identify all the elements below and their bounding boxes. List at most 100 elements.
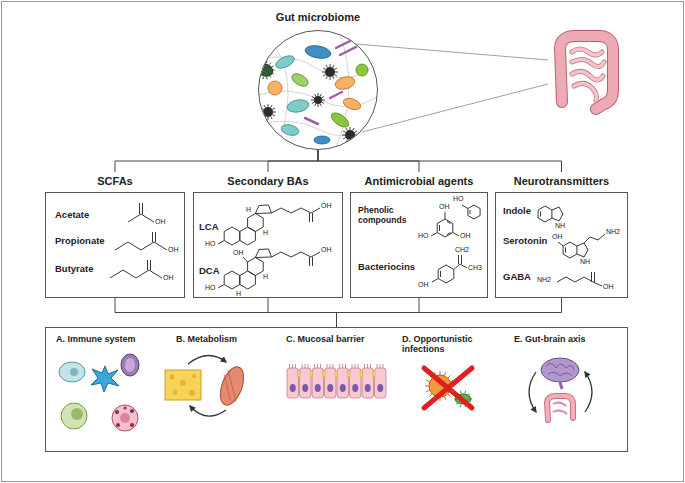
microbiome-illustration — [269, 63, 271, 65]
chemical-structure — [128, 203, 154, 222]
chemical-structure — [310, 213, 313, 222]
mucosal-barrier-icon — [325, 368, 337, 398]
intestine-illustration — [560, 36, 613, 109]
mucosal-barrier-icon — [298, 371, 301, 377]
microbiome-circle: Gut microbiome — [258, 8, 378, 150]
infection-icon — [429, 375, 432, 378]
atom-label: HO — [205, 284, 216, 292]
mucosal-barrier-icon — [340, 384, 346, 392]
infection-icon — [426, 380, 430, 382]
infection-icon — [450, 380, 454, 382]
effect-item: E. Gut-brain axis — [514, 334, 618, 362]
mucosal-barrier-icon — [358, 364, 359, 368]
chemical-structure — [272, 252, 321, 257]
mucosal-barrier-icon — [337, 368, 349, 398]
infection-icon — [469, 399, 472, 400]
mucosal-barrier-icon — [342, 364, 343, 368]
microbiome-illustration — [321, 102, 324, 104]
mucosal-barrier-icon — [314, 364, 315, 368]
microbiome-illustration — [333, 76, 335, 79]
infection-icon — [424, 368, 472, 408]
intestine-illustration — [560, 36, 613, 109]
item-label: Propionate — [55, 236, 135, 247]
mucosal-barrier-icon — [339, 364, 340, 368]
box-border — [193, 192, 343, 298]
tree-connector — [268, 150, 318, 172]
microbiome-illustration — [272, 70, 275, 71]
effect-title: A. Immune system — [56, 334, 156, 344]
atom-label: NH — [555, 222, 565, 230]
mucosal-barrier-icon — [323, 371, 326, 377]
atom-label: OH — [321, 202, 332, 210]
atom-label: OH — [155, 218, 166, 226]
chemical-structure — [255, 249, 271, 258]
gut-brain-icon — [547, 396, 573, 420]
gut-brain-icon — [546, 363, 574, 376]
microbiome-illustration — [334, 75, 356, 92]
infection-icon — [434, 396, 436, 400]
mucosal-barrier-icon — [360, 371, 363, 377]
box-heading: Antimicrobial agents — [350, 175, 488, 188]
infection-icon — [468, 403, 470, 404]
infection-icon — [455, 399, 458, 400]
chemical-structure — [255, 205, 271, 214]
mucosal-barrier-icon — [302, 364, 303, 368]
atom-label: HO — [453, 195, 464, 203]
box-heading: Neurotransmitters — [495, 175, 628, 188]
atom-label: OH — [321, 246, 332, 254]
microbiome-illustration — [342, 135, 345, 136]
infection-icon — [464, 405, 466, 407]
microbiome-illustration — [272, 108, 275, 110]
atom-label: OH — [439, 203, 450, 211]
immune-cells-icon — [59, 362, 85, 382]
microbiome-illustration — [356, 64, 368, 76]
microbiome-illustration — [346, 139, 348, 142]
mucosal-barrier-icon — [315, 384, 321, 392]
effect-title: B. Metabolism — [176, 334, 264, 344]
mucosal-barrier-icon — [367, 364, 368, 368]
mucosal-barrier-icon — [292, 364, 293, 368]
microbiome-illustration — [315, 103, 317, 106]
microbiome-illustration — [255, 35, 380, 150]
mucosal-barrier-icon — [365, 384, 371, 392]
mucosal-barrier-icon — [327, 384, 333, 392]
mucosal-barrier-icon — [375, 368, 387, 398]
microbiome-illustration — [314, 96, 322, 104]
gut-brain-icon — [585, 372, 592, 412]
microbiome-illustration — [256, 70, 259, 71]
gut-brain-icon — [553, 402, 567, 414]
chemical-structure — [218, 241, 224, 245]
item-label: GABA — [503, 272, 535, 283]
microbiome-illustration — [263, 107, 273, 117]
microbiome-illustration — [320, 103, 322, 106]
microbiome-illustration — [353, 139, 355, 142]
chemical-structure — [218, 285, 224, 289]
immune-cells-icon — [125, 358, 135, 372]
gut-brain-icon — [547, 396, 573, 420]
item-label: Phenolic compounds — [358, 206, 410, 226]
effect-title: C. Mucosal barrier — [286, 334, 390, 344]
microbiome-illustration — [266, 77, 268, 79]
microbiome-illustration — [350, 140, 351, 143]
infection-icon — [440, 397, 441, 401]
atom-label: H — [246, 206, 251, 214]
effect-item: A. Immune system — [56, 334, 156, 362]
mucosal-barrier-icon — [330, 364, 331, 368]
mucosal-barrier-icon — [287, 368, 299, 398]
chemical-structure — [248, 214, 264, 232]
microbiome-illustration — [268, 81, 282, 95]
microbiome-illustration — [334, 68, 337, 70]
infection-icon — [451, 386, 455, 387]
chemical-structure — [248, 258, 264, 276]
box-heading: SCFAs — [45, 175, 185, 188]
microbiome-illustration — [354, 138, 357, 140]
immune-cells-icon — [71, 408, 83, 420]
microbiome-illustration — [280, 123, 300, 137]
microbiome-illustration — [271, 73, 273, 74]
chemical-structure — [224, 271, 240, 289]
metabolism-icon — [216, 364, 248, 408]
gut-brain-icon — [541, 358, 579, 382]
infection-icon — [424, 368, 472, 408]
